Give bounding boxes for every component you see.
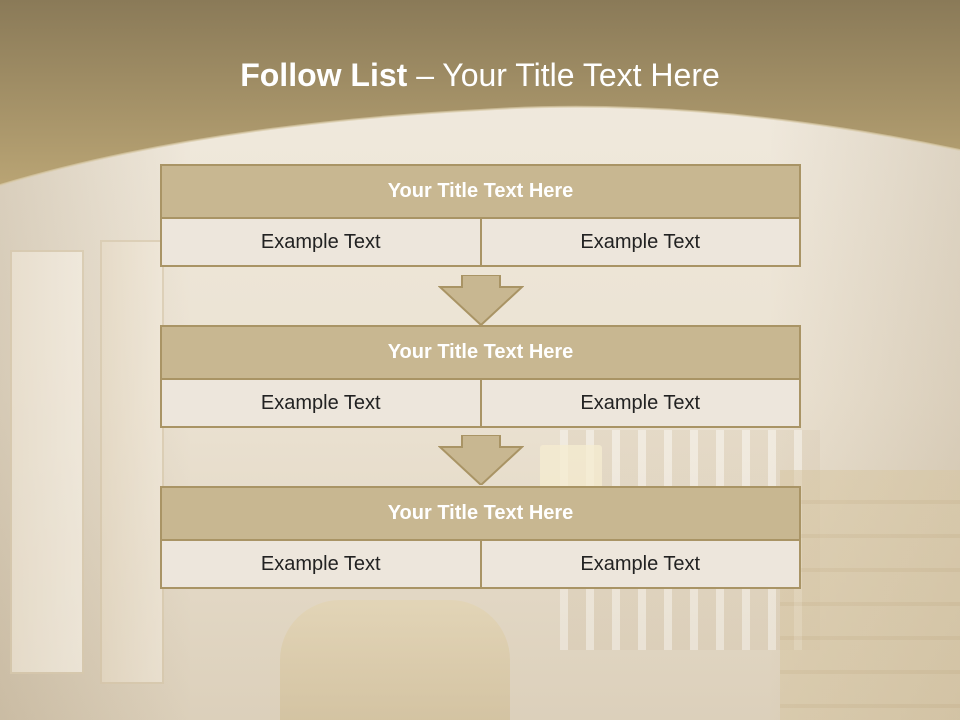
block-row: Example Text Example Text <box>160 380 801 428</box>
lamp-image <box>540 445 602 493</box>
door-image-2 <box>100 240 164 684</box>
slide-title: Follow List – Your Title Text Here <box>0 52 960 98</box>
block-cell-right: Example Text <box>479 541 801 589</box>
stairs-image <box>780 470 960 720</box>
block-cell-left: Example Text <box>160 541 480 589</box>
chair-image <box>280 600 510 720</box>
block-title: Your Title Text Here <box>160 164 801 219</box>
door-image <box>10 250 84 674</box>
down-arrow-icon <box>438 435 524 485</box>
slide-title-bold: Follow List <box>240 57 408 93</box>
block-cell-left: Example Text <box>160 380 480 428</box>
block-cell-right: Example Text <box>479 380 801 428</box>
block-row: Example Text Example Text <box>160 219 801 267</box>
block-cell-left: Example Text <box>160 219 480 267</box>
header-band <box>0 0 960 186</box>
list-block-3: Your Title Text Here Example Text Exampl… <box>160 486 801 589</box>
block-row: Example Text Example Text <box>160 541 801 589</box>
down-arrow-icon <box>438 275 524 325</box>
block-title: Your Title Text Here <box>160 486 801 541</box>
list-block-2: Your Title Text Here Example Text Exampl… <box>160 325 801 428</box>
block-cell-right: Example Text <box>479 219 801 267</box>
block-title: Your Title Text Here <box>160 325 801 380</box>
list-block-1: Your Title Text Here Example Text Exampl… <box>160 164 801 267</box>
slide-title-rest: – Your Title Text Here <box>416 57 720 93</box>
